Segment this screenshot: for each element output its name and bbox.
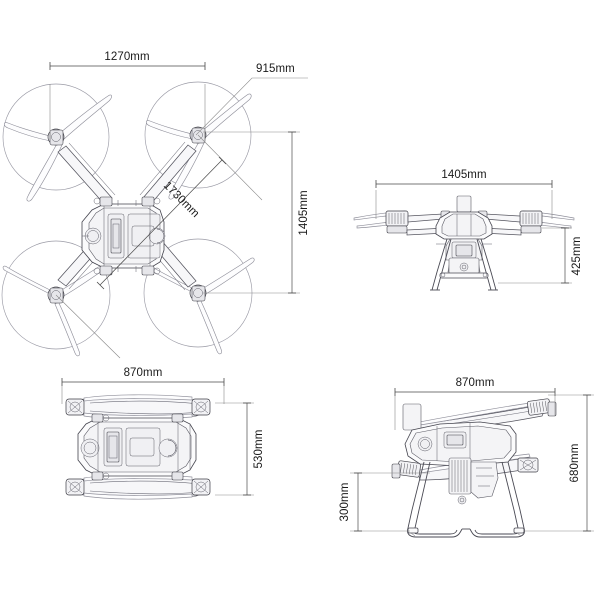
view-top-folded: 870mm 530mm <box>61 367 265 500</box>
dimension-label-680: 680mm <box>569 444 581 483</box>
propeller-disc-rear-left <box>1 240 111 350</box>
side-antenna-mast <box>402 403 422 431</box>
propeller-disc-front-right <box>144 81 252 189</box>
view-side-folded: 870mm 680mm 300mm <box>339 377 594 538</box>
dimension-530mm: 530mm <box>215 402 265 496</box>
antenna-mast <box>456 195 472 213</box>
dimension-label-1270: 1270mm <box>104 51 149 63</box>
dimension-915mm: 915mm <box>195 63 308 136</box>
dimension-label-530: 530mm <box>253 430 265 469</box>
propeller-blades-rear-left <box>2 259 113 357</box>
dimension-label-915: 915mm <box>256 63 295 75</box>
dimension-label-870-right: 870mm <box>456 377 495 389</box>
side-view-body <box>402 403 517 505</box>
drone-body-top-view <box>81 196 166 276</box>
view-top-unfolded: 1270mm 915mm 1730mm 1405mm <box>1 51 310 359</box>
dimension-1270mm: 1270mm <box>49 51 206 140</box>
dimension-label-425: 425mm <box>571 237 583 276</box>
propeller-blades-front-right <box>145 93 252 200</box>
side-view-landing-gear <box>407 461 525 538</box>
folded-motors-top <box>65 398 211 496</box>
propeller-disc-front-left <box>2 83 110 191</box>
front-view-motor-pods <box>385 210 543 234</box>
front-view-landing-gear <box>430 238 498 291</box>
propeller-blades-rear-right <box>144 257 255 355</box>
dimension-680mm: 680mm <box>524 394 594 532</box>
dimension-label-870-left: 870mm <box>124 367 163 379</box>
dimension-label-300: 300mm <box>339 483 351 522</box>
propeller-blades-front-left <box>3 94 112 202</box>
dimension-425mm: 425mm <box>498 227 583 284</box>
front-view-body <box>435 195 493 275</box>
dimension-870mm-left: 870mm <box>61 367 225 404</box>
view-front-unfolded: 1405mm 425mm <box>353 169 583 291</box>
dimension-870mm-right: 870mm <box>394 377 556 430</box>
dimension-300mm: 300mm <box>339 472 430 532</box>
dimension-1405mm-top: 1405mm <box>203 131 310 294</box>
folded-body-top <box>77 413 197 481</box>
dimension-label-1405-front: 1405mm <box>441 169 486 181</box>
dimension-1405mm-front: 1405mm <box>375 169 553 219</box>
dimension-label-1405-top: 1405mm <box>298 190 310 235</box>
